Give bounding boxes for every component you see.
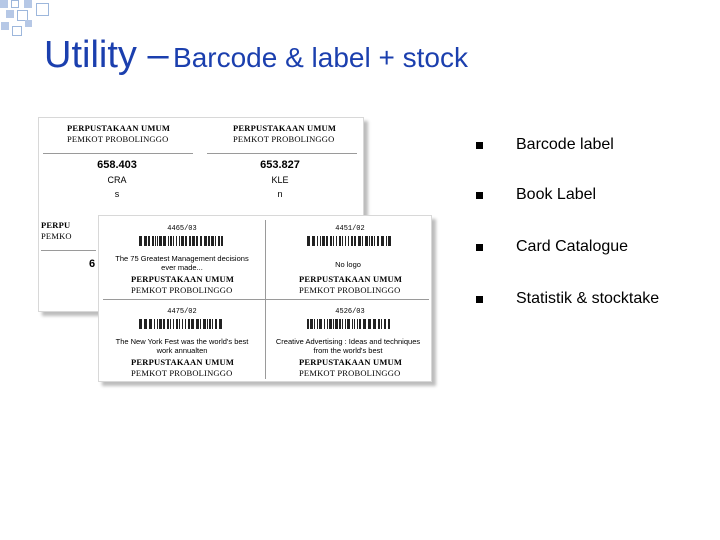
deco-square (0, 0, 8, 8)
library-name: PERPUSTAKAAN UMUM (299, 357, 403, 367)
library-line: PEMKOT PROBOLINGGO (299, 285, 401, 295)
call-number: 658.403 (97, 159, 137, 171)
list-item-label: Statistik & stocktake (516, 290, 660, 307)
library-name: PERPUSTAKAAN UMUM (233, 123, 337, 133)
deco-square (36, 3, 49, 16)
call-sub-2: n (277, 189, 283, 199)
list-item: Barcode label (476, 136, 614, 154)
book-title: Creative Advertising : Ideas and techniq… (275, 337, 421, 355)
list-item-label: Book Label (516, 186, 597, 203)
barcode-graphic (139, 236, 225, 246)
barcode-number: 4526/03 (335, 308, 365, 316)
list-item: Statistik & stocktake (476, 290, 659, 308)
book-title: The 75 Greatest Management decisions eve… (115, 254, 249, 272)
slide-title: Utility – Barcode & label + stock (44, 34, 468, 77)
call-sub-1: KLE (271, 175, 289, 185)
label-divider (207, 153, 357, 154)
barcode-graphic (307, 319, 393, 329)
list-item: Card Catalogue (476, 238, 628, 256)
library-name-partial: PERPU (41, 220, 71, 230)
barcode-number: 4451/02 (335, 225, 365, 233)
book-title: No logo (335, 260, 361, 269)
deco-square (11, 0, 19, 8)
call-number: 653.827 (260, 159, 300, 171)
deco-square (1, 22, 9, 30)
square-bullet-icon (476, 243, 483, 251)
deco-square (6, 10, 14, 18)
square-bullet-icon (476, 295, 483, 303)
deco-square (17, 10, 28, 21)
library-line: PEMKOT PROBOLINGGO (299, 368, 401, 378)
library-name: PERPUSTAKAAN UMUM (67, 123, 171, 133)
library-name: PERPUSTAKAAN UMUM (299, 274, 403, 284)
barcode-number: 4465/03 (167, 225, 197, 233)
label-divider (43, 153, 193, 154)
call-sub-2: s (114, 189, 120, 199)
library-line-partial: PEMKO (41, 231, 72, 241)
library-name: PERPUSTAKAAN UMUM (131, 274, 235, 284)
sheet-divider-horizontal (103, 299, 429, 300)
barcode-label-sheet: 4465/03 The 75 Greatest Management decis… (98, 215, 432, 382)
deco-square (24, 0, 32, 8)
list-item-label: Card Catalogue (516, 238, 629, 255)
barcode-graphic (139, 319, 225, 329)
square-bullet-icon (476, 191, 483, 199)
list-item-label: Barcode label (516, 136, 614, 153)
library-line: PEMKOT PROBOLINGGO (233, 134, 335, 144)
library-name: PERPUSTAKAAN UMUM (131, 357, 235, 367)
title-sub: Barcode & label + stock (173, 42, 468, 73)
barcode-number: 4475/02 (167, 308, 197, 316)
library-line: PEMKOT PROBOLINGGO (131, 368, 233, 378)
library-line: PEMKOT PROBOLINGGO (131, 285, 233, 295)
square-bullet-icon (476, 141, 483, 149)
call-sub-1: CRA (107, 175, 127, 185)
title-main: Utility – (44, 34, 169, 76)
library-line: PEMKOT PROBOLINGGO (67, 134, 169, 144)
deco-square (12, 26, 22, 36)
deco-square (25, 20, 32, 27)
book-title: The New York Fest was the world's best w… (115, 337, 249, 355)
label-divider (41, 250, 96, 251)
list-item: Book Label (476, 186, 596, 204)
call-number: 6 (89, 258, 96, 270)
barcode-graphic (307, 236, 393, 246)
